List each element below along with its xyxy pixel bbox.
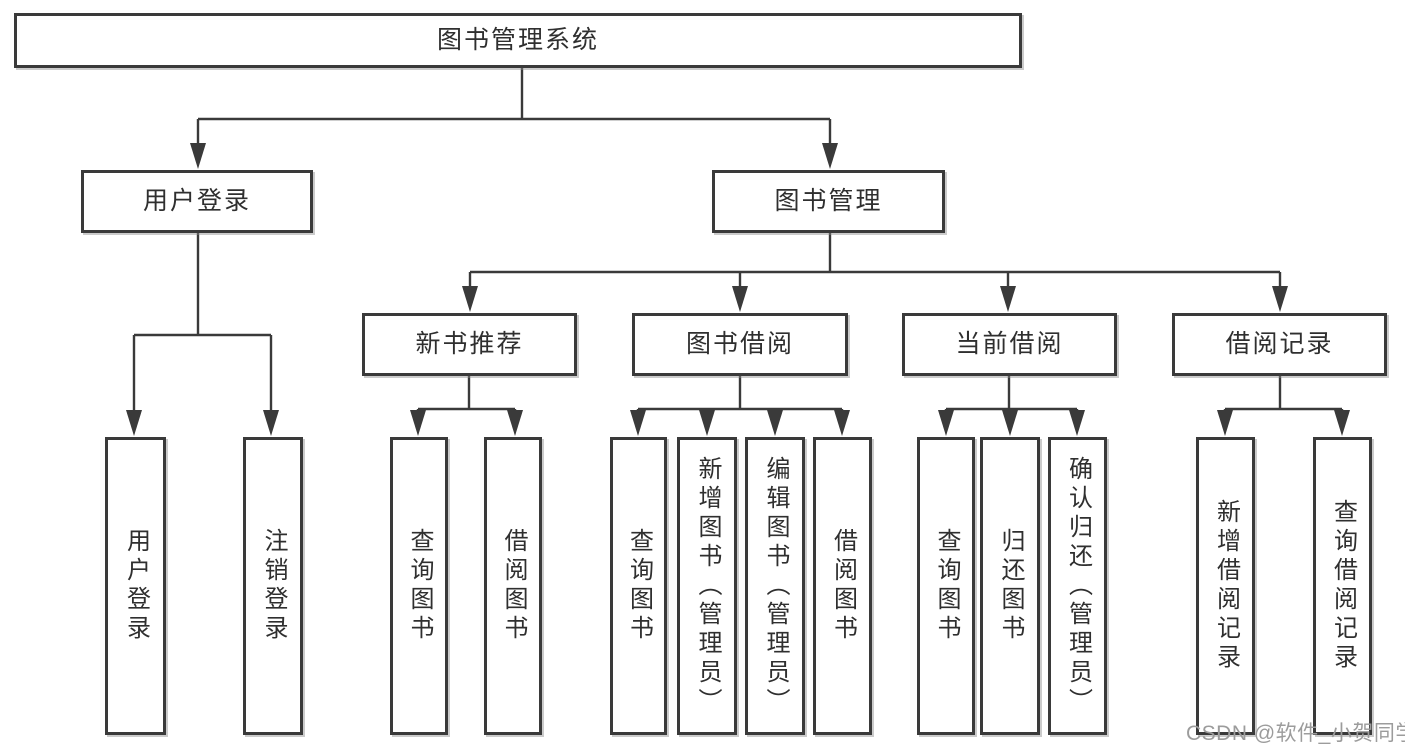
leaf-query-borrow-record: 查询借阅记录 <box>1313 437 1372 735</box>
node-label: 图书管理 <box>774 187 883 215</box>
node-label: 新增图书（管理员） <box>694 455 721 717</box>
leaf-edit-book-admin: 编辑图书（管理员） <box>745 437 805 735</box>
node-label: 新增借阅记录 <box>1212 499 1240 673</box>
node-label: 确认归还（管理员） <box>1064 455 1092 717</box>
node-book-borrow: 图书借阅 <box>632 313 848 376</box>
leaf-add-book-admin: 新增图书（管理员） <box>677 437 737 735</box>
node-label: 编辑图书（管理员） <box>762 455 789 717</box>
node-borrow-record: 借阅记录 <box>1172 313 1387 376</box>
leaf-query-book-under-book-borrow: 查询图书 <box>610 437 667 735</box>
node-label: 借阅记录 <box>1225 330 1334 358</box>
node-label: 借阅图书 <box>829 528 857 644</box>
arrowheads <box>126 143 1350 436</box>
node-label: 图书借阅 <box>685 330 794 358</box>
leaf-borrow-book-under-new-book: 借阅图书 <box>484 437 542 735</box>
node-label: 查询图书 <box>406 528 433 644</box>
node-library-management-system: 图书管理系统 <box>14 13 1022 68</box>
node-label: 注销登录 <box>260 528 287 644</box>
node-label: 查询图书 <box>625 528 653 644</box>
node-book-management: 图书管理 <box>712 170 945 233</box>
leaf-query-book-under-current-borrow: 查询图书 <box>917 437 975 735</box>
node-label: 归还图书 <box>997 528 1024 644</box>
node-user-login: 用户登录 <box>81 170 313 233</box>
leaf-borrow-book-under-book-borrow: 借阅图书 <box>813 437 872 735</box>
leaf-user-login: 用户登录 <box>105 437 166 735</box>
node-label: 查询借阅记录 <box>1329 499 1357 673</box>
node-label: 新书推荐 <box>415 330 524 358</box>
node-label: 用户登录 <box>122 528 150 644</box>
node-new-book-recommend: 新书推荐 <box>362 313 577 376</box>
leaf-return-book: 归还图书 <box>980 437 1040 735</box>
node-label: 当前借阅 <box>955 330 1064 358</box>
node-label: 借阅图书 <box>500 528 527 644</box>
leaf-logout: 注销登录 <box>243 437 303 735</box>
csdn-watermark: CSDN @软件_小贺同学 <box>1186 722 1405 745</box>
node-current-borrow: 当前借阅 <box>902 313 1117 376</box>
leaf-confirm-return-admin: 确认归还（管理员） <box>1048 437 1107 735</box>
leaf-query-book-under-new-book: 查询图书 <box>390 437 448 735</box>
node-label: 用户登录 <box>142 187 251 215</box>
node-label: 查询图书 <box>933 528 960 644</box>
leaf-add-borrow-record: 新增借阅记录 <box>1196 437 1255 735</box>
node-label: 图书管理系统 <box>436 26 599 54</box>
